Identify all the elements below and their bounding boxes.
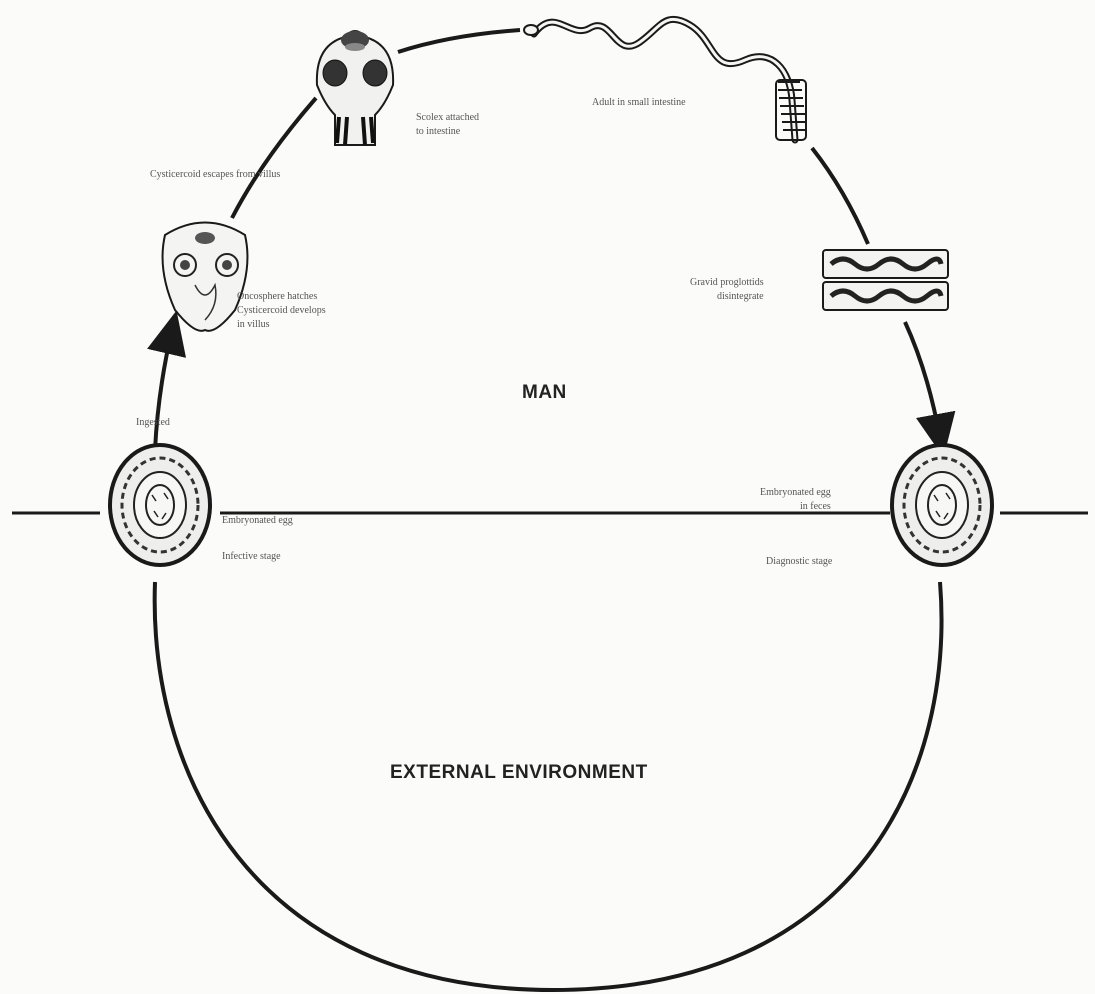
cycle-arc-scolex-to-adult xyxy=(397,28,521,54)
cycle-arc-external xyxy=(152,581,944,993)
cycle-arc-proglottids-to-egg xyxy=(903,321,956,458)
scolex-illustration xyxy=(315,30,395,146)
label-oncosphere-hatches: Oncosphere hatches Cysticercoid develops… xyxy=(237,291,326,330)
label-cysticercoid-escapes: Cysticercoid escapes from villus xyxy=(150,169,281,180)
cycle-arc-egg-to-oncosphere xyxy=(147,310,187,451)
cysticercoid-illustration xyxy=(161,221,249,332)
gravid-proglottids-illustration xyxy=(822,249,949,311)
label-diagnostic-stage: Diagnostic stage xyxy=(766,556,833,567)
label-embryonated-egg-feces: Embryonated egg in feces xyxy=(760,487,831,512)
region-label-external-environment: EXTERNAL ENVIRONMENT xyxy=(390,762,648,783)
adult-worm-illustration xyxy=(523,15,807,144)
cycle-arc-adult-to-proglottids xyxy=(810,146,870,245)
region-label-man: MAN xyxy=(522,382,567,403)
label-embryonated-egg-left: Embryonated egg xyxy=(222,515,293,526)
egg-left-illustration xyxy=(108,443,212,567)
label-ingested: Ingested xyxy=(136,417,170,428)
label-adult-worm: Adult in small intestine xyxy=(592,97,686,108)
label-gravid-proglottids: Gravid proglottids disintegrate xyxy=(690,277,764,302)
egg-right-illustration xyxy=(890,443,994,567)
label-scolex-attached: Scolex attached to intestine xyxy=(416,112,480,137)
cycle-arc-oncosphere-to-scolex xyxy=(230,96,318,219)
label-infective-stage: Infective stage xyxy=(222,551,281,562)
